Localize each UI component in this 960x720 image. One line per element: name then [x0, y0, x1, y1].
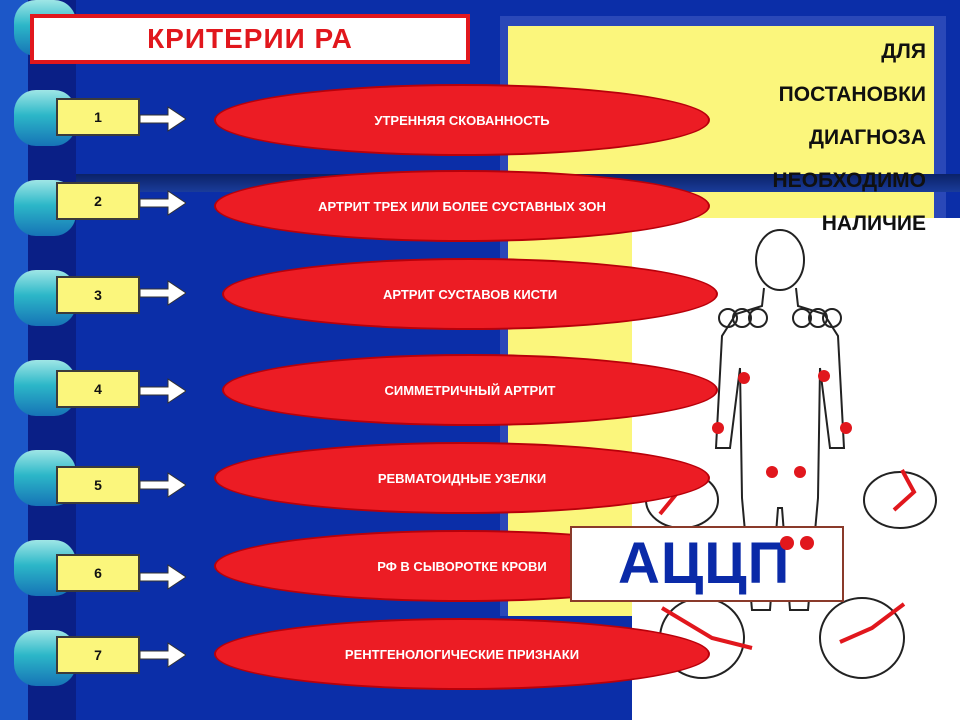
joint-dot: [766, 466, 778, 478]
criterion-label: АРТРИТ СУСТАВОВ КИСТИ: [382, 286, 558, 302]
criterion-number: 1: [56, 98, 140, 136]
note-line: ДИАГНОЗА: [809, 126, 926, 149]
joint-dot: [738, 372, 750, 384]
criterion-number: 6: [56, 554, 140, 592]
joint-dot: [818, 370, 830, 382]
note-line: НАЛИЧИЕ: [821, 212, 926, 235]
right-foot-marker: [839, 602, 906, 644]
right-hand-outline: [863, 471, 937, 529]
arrow-right-icon: [140, 106, 186, 132]
note-text: ДЛЯ ПОСТАНОВКИ ДИАГНОЗА НЕОБХОДИМО НАЛИЧ…: [666, 30, 926, 245]
criterion-number: 7: [56, 636, 140, 674]
arrow-right-icon: [140, 642, 186, 668]
left-arm-outline: [714, 287, 765, 449]
right-hand-marker: [892, 469, 917, 512]
criterion-number: 2: [56, 182, 140, 220]
left-foot-marker: [660, 606, 753, 650]
criterion-oval: РЕВМАТОИДНЫЕ УЗЕЛКИ: [214, 442, 710, 514]
criterion-oval: АРТРИТ СУСТАВОВ КИСТИ: [222, 258, 718, 330]
arrow-right-icon: [140, 190, 186, 216]
criterion-number: 3: [56, 276, 140, 314]
arrow-right-icon: [140, 280, 186, 306]
criterion-label: РЕНТГЕНОЛОГИЧЕСКИЕ ПРИЗНАКИ: [344, 646, 580, 662]
right-arm-outline: [795, 287, 846, 449]
joint-dot: [794, 466, 806, 478]
note-line: ПОСТАНОВКИ: [778, 83, 926, 106]
arrow-right-icon: [140, 564, 186, 590]
head-outline: [755, 229, 805, 291]
page-title: КРИТЕРИИ РА: [147, 23, 353, 54]
arrow-right-icon: [140, 378, 186, 404]
badge-dot: [800, 536, 814, 550]
title-box: КРИТЕРИИ РА: [30, 14, 470, 64]
criterion-label: УТРЕННЯЯ СКОВАННОСТЬ: [374, 112, 550, 128]
criterion-number: 4: [56, 370, 140, 408]
right-foot-outline: [819, 597, 905, 679]
criterion-oval: РЕНТГЕНОЛОГИЧЕСКИЕ ПРИЗНАКИ: [214, 618, 710, 690]
acpp-label: АЦЦП: [618, 531, 791, 596]
note-line: НЕОБХОДИМО: [772, 169, 926, 192]
criterion-number: 5: [56, 466, 140, 504]
criterion-oval: УТРЕННЯЯ СКОВАННОСТЬ: [214, 84, 710, 156]
arrow-right-icon: [140, 472, 186, 498]
badge-dot: [780, 536, 794, 550]
criterion-label: АРТРИТ ТРЕХ ИЛИ БОЛЕЕ СУСТАВНЫХ ЗОН: [318, 198, 606, 214]
criterion-label: РФ В СЫВОРОТКЕ КРОВИ: [377, 558, 547, 574]
criterion-oval: АРТРИТ ТРЕХ ИЛИ БОЛЕЕ СУСТАВНЫХ ЗОН: [214, 170, 710, 242]
note-line: ДЛЯ: [881, 40, 926, 63]
criterion-label: РЕВМАТОИДНЫЕ УЗЕЛКИ: [377, 470, 547, 486]
criterion-label: СИММЕТРИЧНЫЙ АРТРИТ: [384, 382, 556, 398]
joint-dot: [840, 422, 852, 434]
joint-dot: [712, 422, 724, 434]
acpp-badge: АЦЦП: [570, 526, 844, 602]
criterion-oval: СИММЕТРИЧНЫЙ АРТРИТ: [222, 354, 718, 426]
